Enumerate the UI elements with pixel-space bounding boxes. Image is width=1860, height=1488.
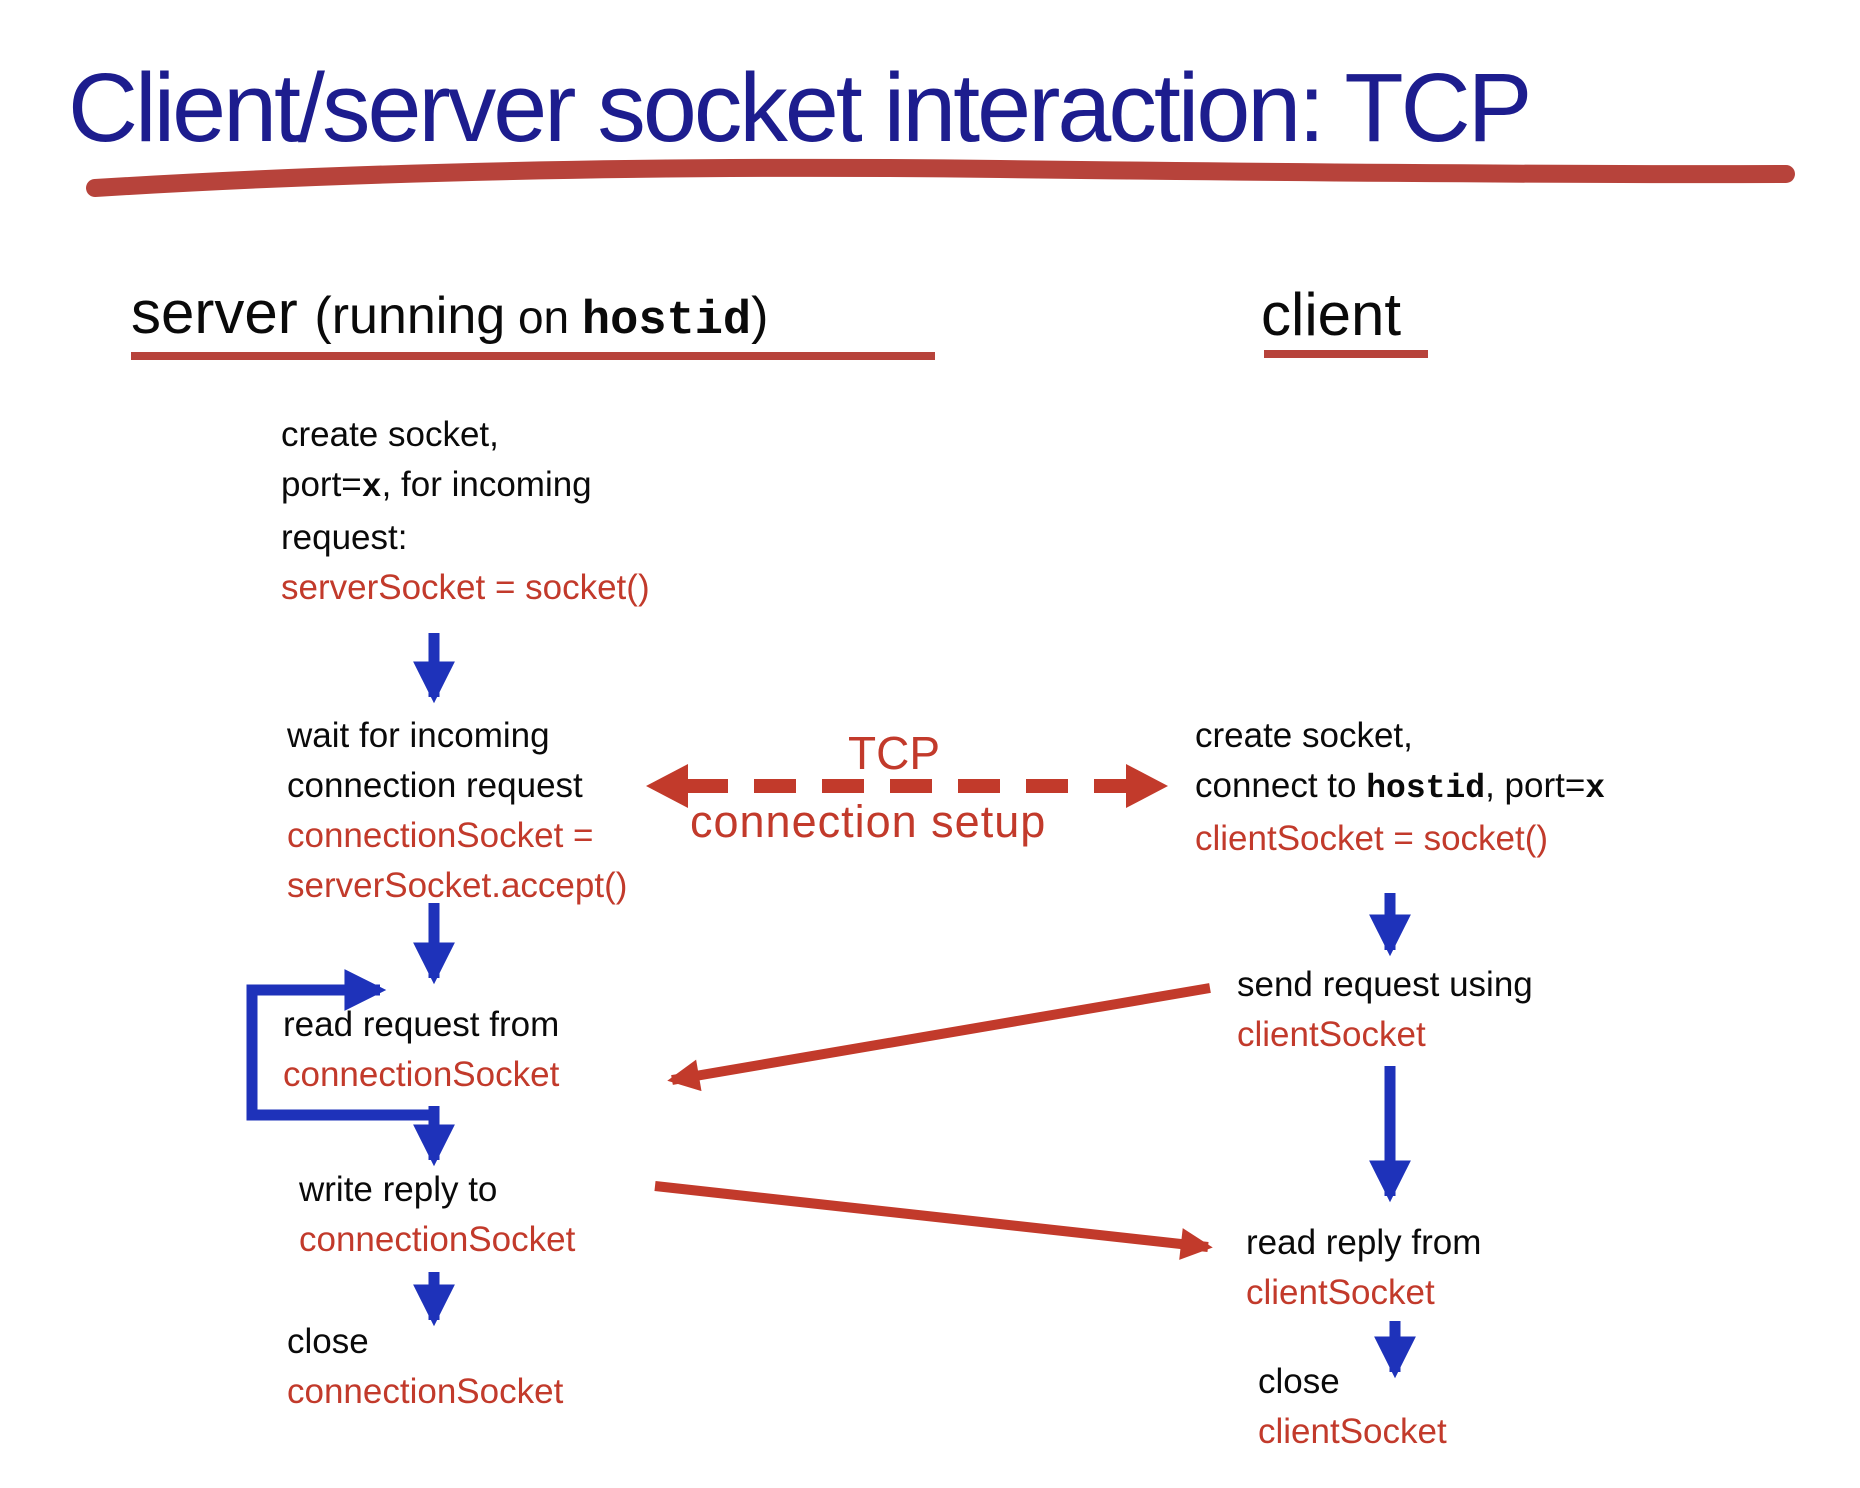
client-send-block: send request using clientSocket (1237, 960, 1533, 1060)
server-heading-paren-close: ) (751, 287, 769, 345)
server-create-port-x: x (361, 469, 382, 506)
server-create-line-2-post: , for incoming (381, 465, 592, 504)
client-create-block: create socket, connect to hostid, port=x… (1195, 711, 1605, 864)
request-arrow (667, 983, 1211, 1092)
server-write-line-1: write reply to (299, 1170, 498, 1209)
client-close-line-1: close (1258, 1362, 1340, 1401)
client-send-line-1: send request using (1237, 965, 1533, 1004)
client-readreply-block: read reply from clientSocket (1246, 1218, 1481, 1318)
connection-setup-label: connection setup (690, 796, 1047, 847)
client-close-block: close clientSocket (1258, 1357, 1447, 1457)
server-close-code: connectionSocket (287, 1372, 564, 1411)
reply-arrow (654, 1181, 1213, 1260)
client-create-line-2: connect to hostid, port=x (1195, 761, 1605, 814)
server-write-block: write reply to connectionSocket (299, 1165, 575, 1265)
server-wait-line-1: wait for incoming (287, 716, 550, 755)
server-read-code: connectionSocket (283, 1055, 560, 1094)
server-close-line-1: close (287, 1322, 369, 1361)
server-create-line-2: port=x, for incoming (281, 460, 650, 513)
tcp-label: TCP (848, 727, 940, 779)
client-readreply-code: clientSocket (1246, 1273, 1435, 1312)
client-create-line-2-pre: connect to (1195, 766, 1367, 805)
client-create-line-1: create socket, (1195, 716, 1413, 755)
server-read-line-1: read request from (283, 1005, 560, 1044)
client-send-code: clientSocket (1237, 1015, 1426, 1054)
server-heading-word: server (131, 279, 298, 346)
server-write-code: connectionSocket (299, 1220, 576, 1259)
server-create-line-3: request: (281, 518, 408, 557)
server-create-block: create socket, port=x, for incoming requ… (281, 410, 650, 613)
server-heading-running: (running (314, 287, 506, 345)
tcp-handshake-arrow (646, 764, 1168, 808)
loop-arrow (246, 969, 434, 1121)
page-title: Client/server socket interaction: TCP (68, 53, 1532, 162)
server-wait-code-2: serverSocket.accept() (287, 866, 628, 905)
server-close-block: close connectionSocket (287, 1317, 563, 1417)
server-heading: server (running on hostid) (131, 278, 768, 348)
client-close-code: clientSocket (1258, 1412, 1447, 1451)
server-heading-on: on (505, 291, 582, 343)
client-create-port-x: x (1585, 770, 1606, 807)
server-wait-line-2: connection request (287, 766, 583, 805)
server-create-line-1: create socket, (281, 415, 499, 454)
client-create-code: clientSocket = socket() (1195, 819, 1549, 858)
server-read-block: read request from connectionSocket (283, 1000, 559, 1100)
client-create-hostid: hostid (1366, 770, 1486, 807)
server-wait-code-1: connectionSocket = (287, 816, 594, 855)
client-create-line-2-mid: , port= (1485, 766, 1586, 805)
server-wait-block: wait for incoming connection request con… (287, 711, 627, 911)
title-underline-swoosh (86, 158, 1795, 197)
client-heading: client (1261, 281, 1402, 348)
server-create-code: serverSocket = socket() (281, 568, 650, 607)
server-heading-hostid: hostid (581, 295, 752, 348)
client-readreply-line-1: read reply from (1246, 1223, 1482, 1262)
server-create-line-2-pre: port= (281, 465, 362, 504)
